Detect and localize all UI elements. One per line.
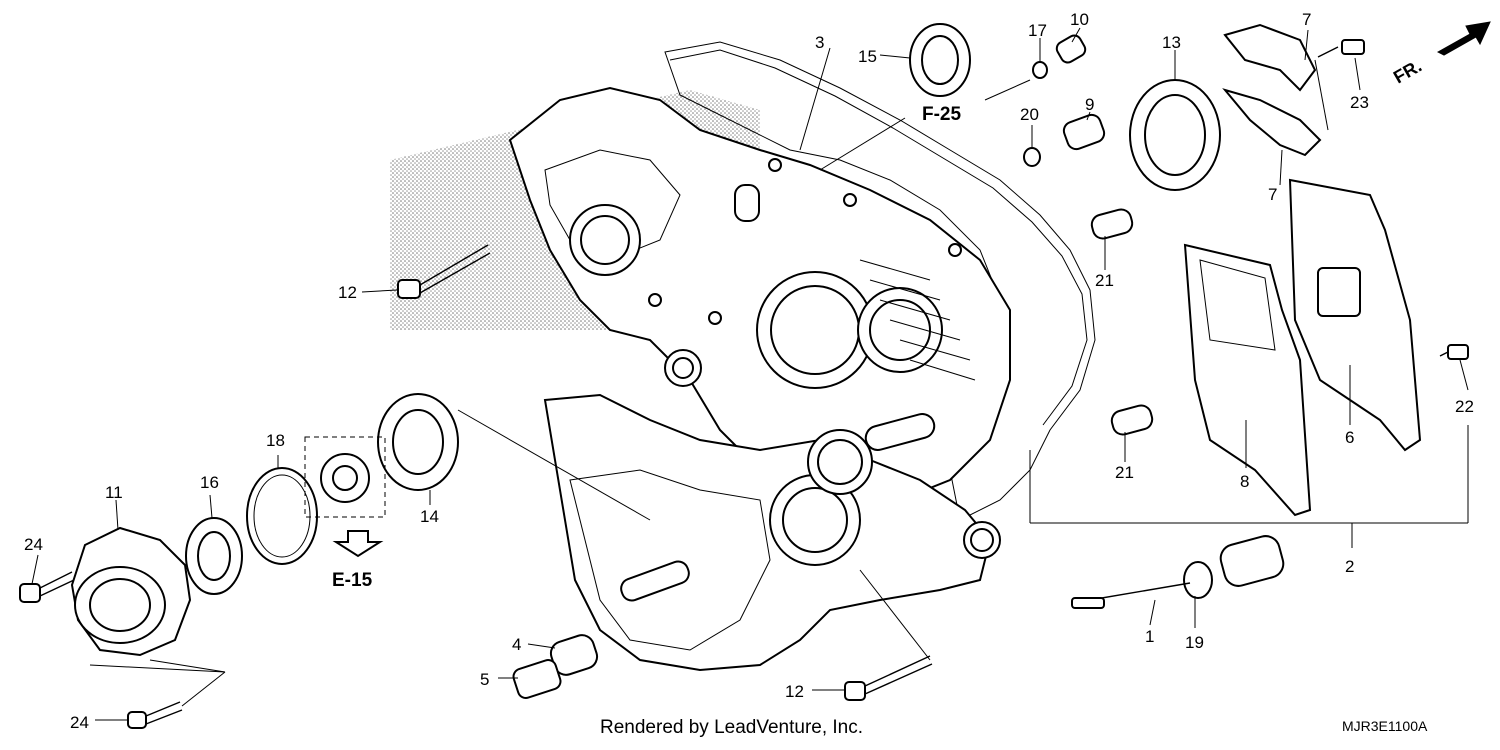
callout-16: 16 <box>200 473 219 492</box>
callout-24-upper: 24 <box>24 535 43 554</box>
diagram-code: MJR3E1100A <box>1342 718 1428 734</box>
callout-labels: 1 2 3 4 5 6 7 7 8 9 10 11 12 12 13 14 15… <box>24 10 1474 732</box>
callout-3: 3 <box>815 33 824 52</box>
callout-6: 6 <box>1345 428 1354 447</box>
footer-credit: Rendered by LeadVenture, Inc. <box>600 717 863 738</box>
callout-20: 20 <box>1020 105 1039 124</box>
callout-11: 11 <box>105 483 123 502</box>
callout-19: 19 <box>1185 633 1204 652</box>
front-direction-indicator: FR. <box>1390 21 1491 88</box>
callout-8: 8 <box>1240 472 1249 491</box>
callout-7-lower: 7 <box>1268 185 1277 204</box>
gasket-outline <box>664 41 1096 521</box>
callout-23: 23 <box>1350 93 1369 112</box>
parts-right <box>909 23 1469 609</box>
callout-12-upper: 12 <box>338 283 357 302</box>
callout-17: 17 <box>1028 21 1047 40</box>
reference-f25: F-25 <box>922 104 962 125</box>
crankcase-lower <box>543 393 1001 672</box>
callout-1: 1 <box>1145 627 1154 646</box>
callout-14: 14 <box>420 507 439 526</box>
callout-4: 4 <box>512 635 521 654</box>
callout-2: 2 <box>1345 557 1354 576</box>
callout-9: 9 <box>1085 95 1094 114</box>
front-direction-label: FR. <box>1390 56 1425 88</box>
callout-5: 5 <box>480 670 489 689</box>
callout-22: 22 <box>1455 397 1474 416</box>
parts-left <box>19 244 933 729</box>
callout-21-upper: 21 <box>1095 271 1114 290</box>
callout-15: 15 <box>858 47 877 66</box>
crankcase-upper <box>508 86 1011 507</box>
callout-10: 10 <box>1070 10 1089 29</box>
callout-12-lower: 12 <box>785 682 804 701</box>
leader-lines <box>31 27 1469 721</box>
callout-18: 18 <box>266 431 285 450</box>
reference-e15: E-15 <box>332 570 373 591</box>
callout-7-upper: 7 <box>1302 10 1311 29</box>
callout-21-lower: 21 <box>1115 463 1134 482</box>
callout-13: 13 <box>1162 33 1181 52</box>
callout-24-lower: 24 <box>70 713 89 732</box>
front-arrow-icon <box>1436 21 1491 56</box>
